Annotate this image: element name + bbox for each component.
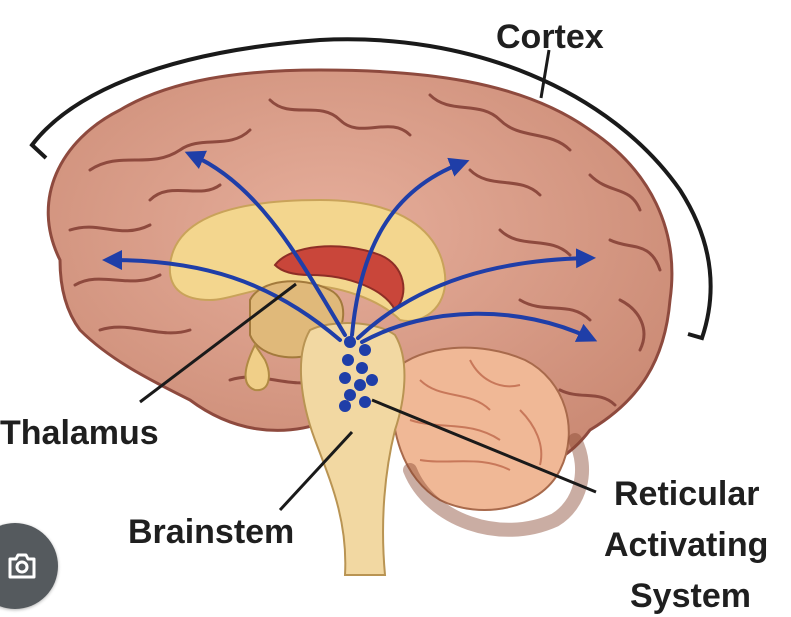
brainstem-label: Brainstem	[128, 513, 294, 551]
brainstem-shape	[300, 322, 406, 576]
cerebellum-folds	[409, 359, 543, 471]
arrow-to-frontal	[184, 150, 347, 337]
arrow-to-parietal	[350, 157, 470, 337]
cortex-folds	[68, 93, 662, 407]
cerebellum-shape	[391, 346, 570, 511]
cortex-leader-line	[539, 49, 551, 99]
cortex-label: Cortex	[496, 18, 604, 56]
ras-leader-line	[371, 398, 597, 494]
ras-label-line1: Reticular	[614, 475, 760, 513]
thalamus-leader-line	[139, 282, 297, 404]
ras-label-line3: System	[630, 577, 751, 615]
arrow-to-occipital	[360, 311, 598, 344]
camera-search-icon	[8, 553, 36, 579]
ras-label-line2: Activating	[604, 526, 768, 564]
arrow-to-temporal-upper	[356, 248, 596, 340]
ras-projection-arrows	[102, 150, 598, 344]
ras-nuclei	[339, 336, 378, 412]
cortex-bracket	[29, 37, 713, 341]
pituitary-shape	[244, 343, 270, 392]
cerebellum-lower	[403, 433, 590, 537]
thalamus-label: Thalamus	[0, 414, 159, 452]
brainstem-leader-line	[278, 430, 354, 512]
arrow-to-prefrontal	[102, 250, 342, 342]
